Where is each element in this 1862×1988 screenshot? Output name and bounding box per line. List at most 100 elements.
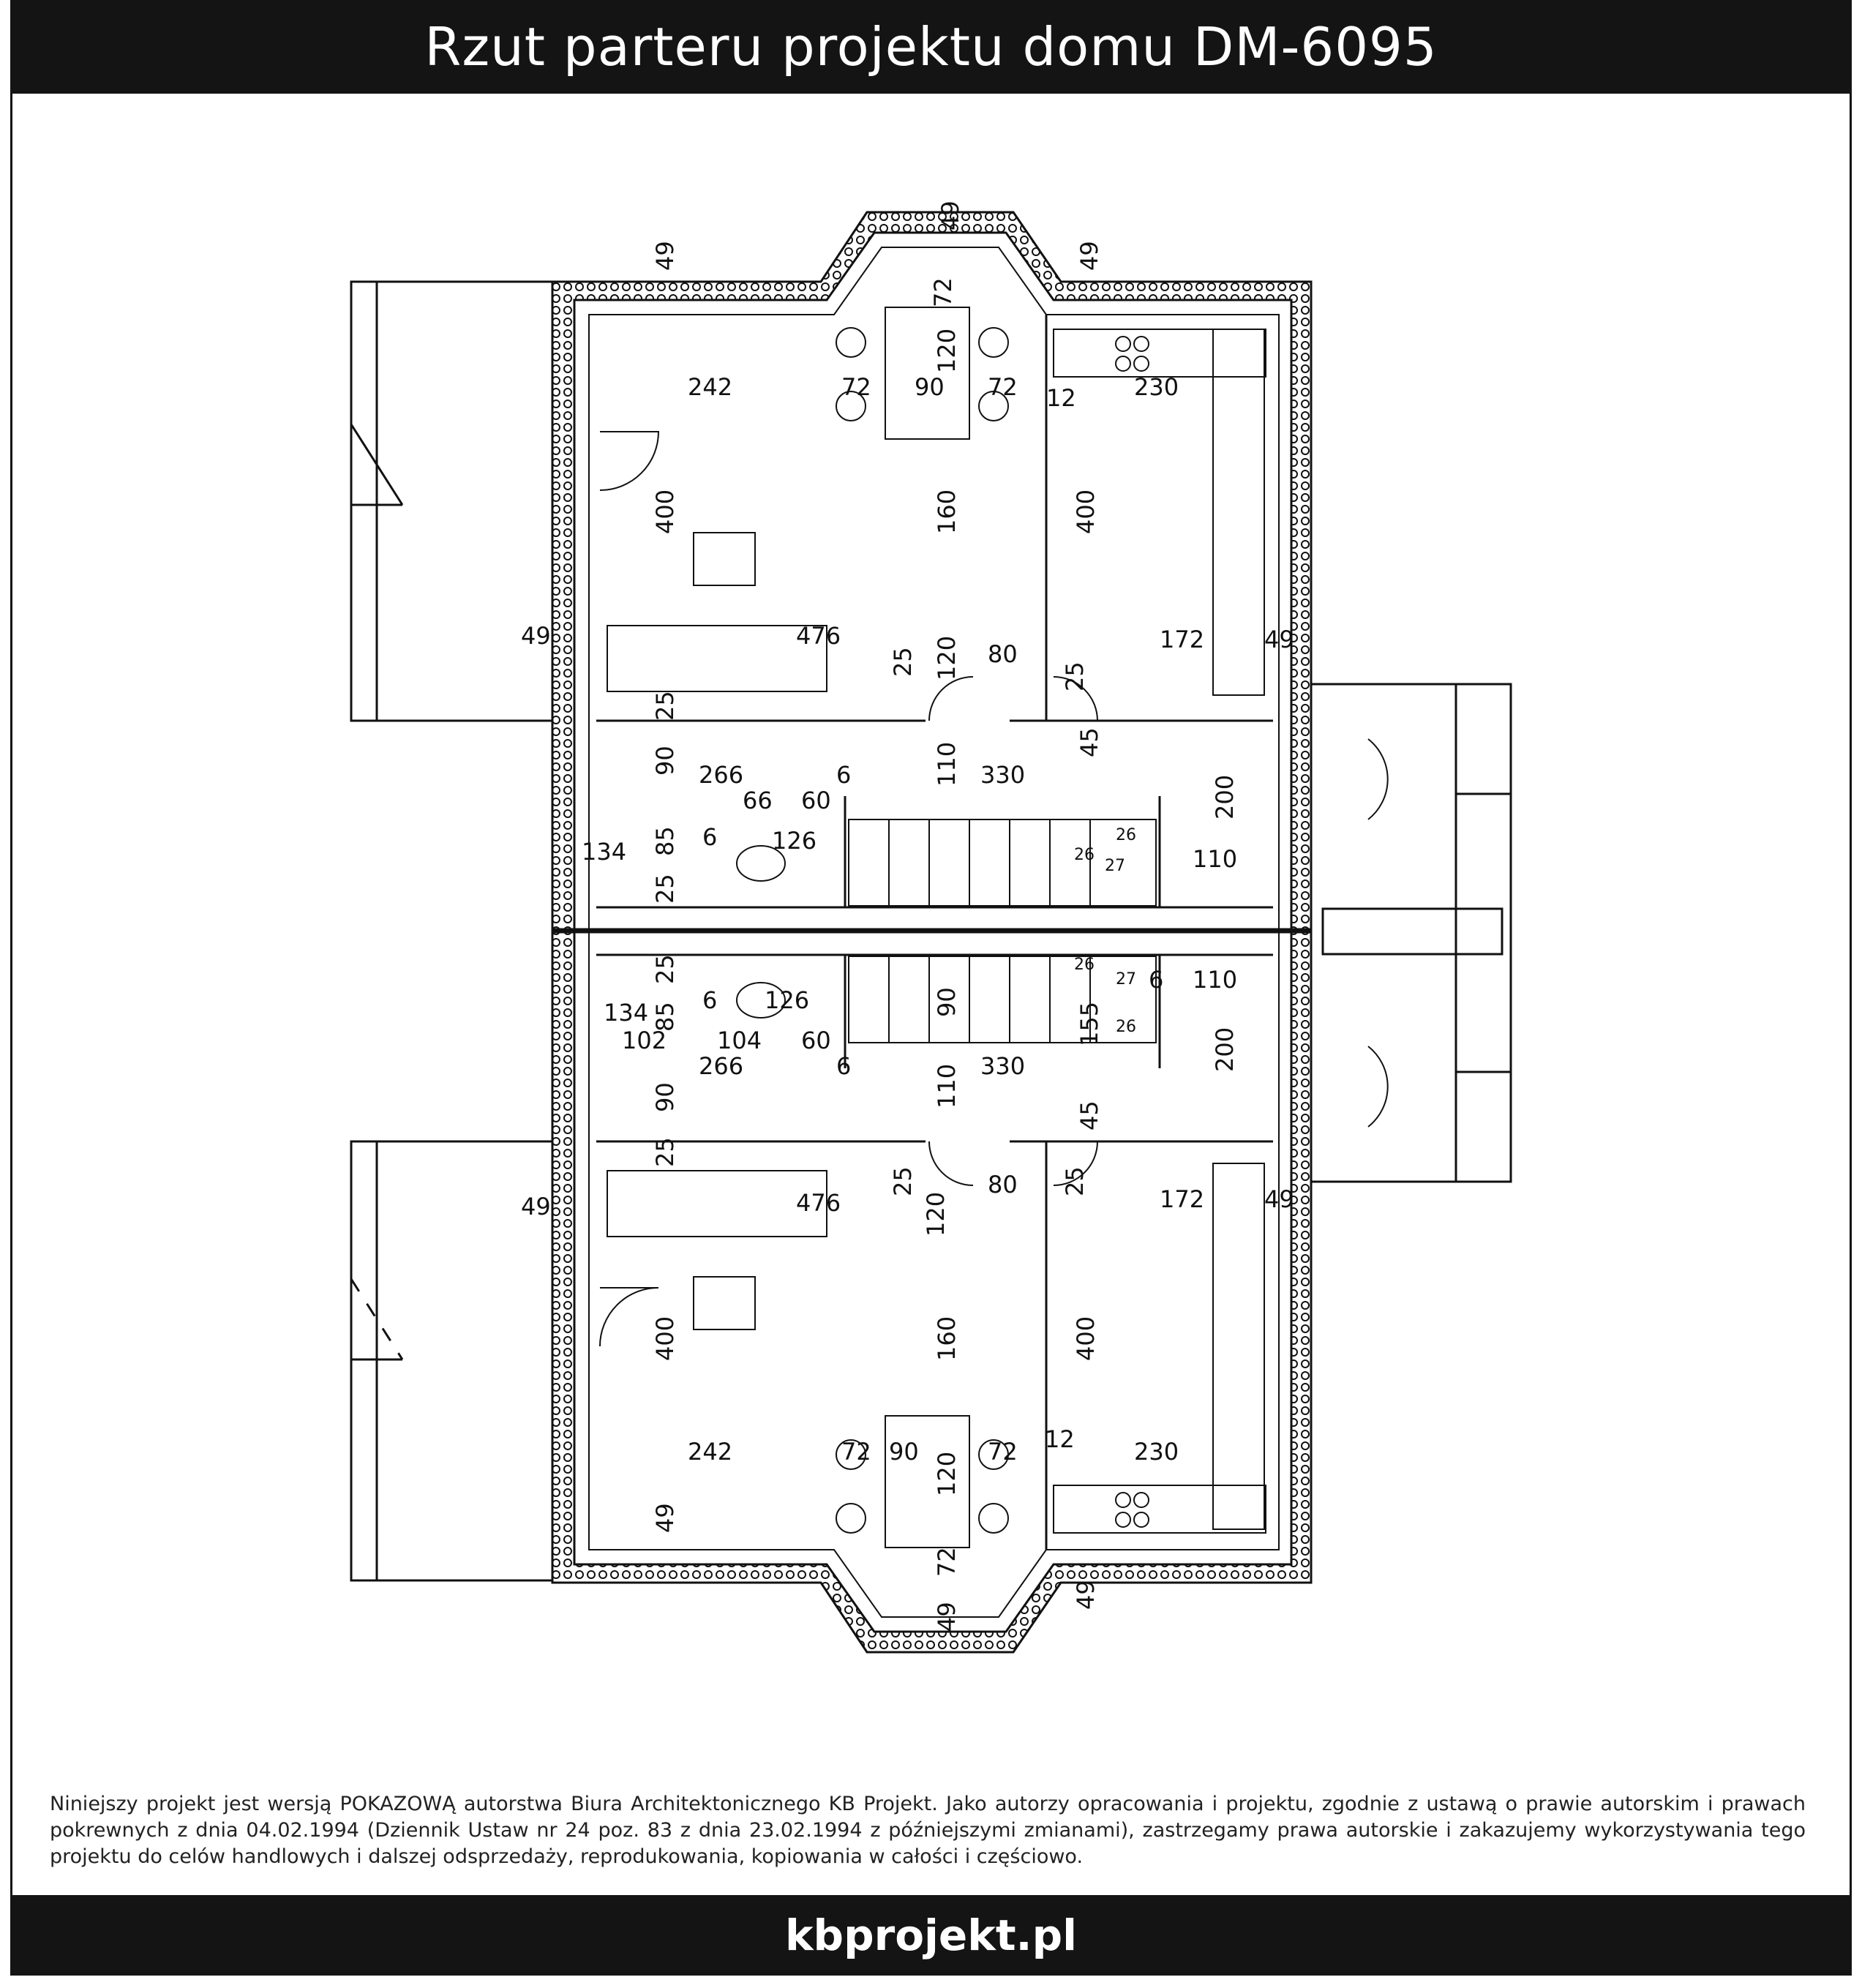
dim-lower-14: 200	[1211, 1027, 1239, 1072]
dim-lower-22: 45	[1075, 1100, 1103, 1130]
dim-upper-25: 266	[699, 761, 743, 789]
dim-lower-32: 400	[651, 1316, 679, 1361]
dim-lower-33: 160	[933, 1316, 961, 1361]
dim-lower-38: 72	[988, 1438, 1018, 1466]
dim-upper-12: 400	[651, 490, 679, 534]
dim-upper-23: 25	[651, 691, 679, 721]
copyright-notice: Niniejszy projekt jest wersją POKAZOWĄ a…	[50, 1793, 1806, 1868]
dim-lower-23: 25	[651, 1137, 679, 1167]
dim-lower-35: 242	[688, 1438, 732, 1466]
terrace-left-upper	[350, 280, 554, 722]
dim-upper-11: 49	[1075, 241, 1103, 271]
dim-lower-8: 104	[717, 1027, 762, 1054]
dim-upper-26: 6	[836, 761, 851, 789]
outer-walls	[551, 211, 1313, 1654]
dim-lower-36: 72	[841, 1438, 871, 1466]
footer-bar: kbprojekt.pl	[10, 1895, 1852, 1976]
dim-upper-40: 26	[1116, 826, 1136, 844]
dim-upper-16: 476	[796, 622, 841, 650]
dim-upper-20: 25	[1061, 661, 1089, 691]
doors	[599, 431, 1389, 1347]
dim-upper-24: 90	[651, 746, 679, 776]
dim-upper-39: 26	[1074, 846, 1095, 864]
dim-lower-2: 134	[604, 999, 648, 1027]
dim-upper-7: 120	[933, 329, 961, 373]
dim-lower-21: 110	[933, 1064, 961, 1109]
dim-upper-14: 400	[1072, 490, 1100, 534]
dim-upper-6: 230	[1134, 373, 1179, 401]
dim-upper-36: 25	[651, 874, 679, 904]
dim-upper-2: 72	[841, 373, 871, 401]
dim-upper-27: 110	[933, 742, 961, 787]
dim-upper-19: 25	[889, 647, 917, 677]
dim-lower-4: 6	[702, 986, 717, 1014]
dim-lower-6: 90	[933, 987, 961, 1017]
dim-upper-29: 45	[1075, 727, 1103, 757]
brand-link[interactable]: kbprojekt.pl	[784, 1910, 1077, 1960]
dim-upper-30: 66	[743, 787, 773, 814]
dim-upper-15: 49	[521, 622, 551, 650]
dim-lower-26: 25	[889, 1166, 917, 1196]
dim-lower-17: 26	[1116, 1018, 1136, 1036]
dim-upper-35: 126	[772, 827, 816, 855]
dim-lower-28: 25	[1061, 1166, 1089, 1196]
dim-upper-37: 200	[1211, 775, 1239, 819]
terrace-right	[1308, 683, 1512, 1183]
dim-lower-43: 72	[933, 1547, 961, 1577]
furniture	[607, 307, 1266, 1548]
dim-lower-11: 6	[836, 1052, 851, 1080]
dimensions-upper: 242 72 90 72 12 230 120 72 49 49 49 400 …	[521, 200, 1294, 904]
dim-upper-1: 242	[688, 373, 732, 401]
dim-upper-4: 72	[988, 373, 1018, 401]
dim-upper-21: 172	[1160, 626, 1204, 653]
dim-lower-39: 12	[1045, 1425, 1075, 1453]
dim-lower-16: 27	[1116, 970, 1136, 989]
dim-upper-31: 60	[801, 787, 831, 814]
dim-lower-42: 49	[651, 1503, 679, 1533]
dim-lower-20: 90	[651, 1082, 679, 1112]
dim-upper-33: 85	[651, 826, 679, 856]
dim-lower-3: 85	[651, 1002, 679, 1032]
dim-upper-34: 6	[702, 823, 717, 851]
dim-lower-5: 126	[765, 986, 809, 1014]
dim-upper-32: 134	[582, 838, 626, 866]
dim-upper-38: 110	[1193, 845, 1237, 873]
dim-upper-41: 27	[1105, 857, 1125, 875]
dim-upper-18: 80	[988, 640, 1018, 668]
dim-upper-5: 12	[1046, 384, 1076, 412]
dim-lower-7: 102	[622, 1027, 667, 1054]
dim-lower-1: 25	[651, 954, 679, 984]
dim-lower-41: 120	[933, 1452, 961, 1496]
dim-lower-13: 155	[1075, 1002, 1103, 1046]
dim-lower-30: 49	[1264, 1185, 1294, 1213]
dim-lower-44: 49	[933, 1602, 961, 1632]
dim-lower-19: 110	[1193, 966, 1237, 994]
dimensions-lower: 25 134 85 6 126 90 102 104 60 266 6 330 …	[521, 954, 1294, 1632]
dim-lower-15: 26	[1074, 956, 1095, 974]
dim-upper-3: 90	[915, 373, 945, 401]
dim-lower-31: 120	[922, 1192, 950, 1237]
dim-upper-28: 330	[980, 761, 1025, 789]
dim-lower-24: 49	[521, 1193, 551, 1220]
dim-upper-17: 120	[933, 636, 961, 680]
dim-upper-9: 49	[651, 241, 679, 271]
dim-upper-10: 49	[936, 200, 964, 230]
dim-lower-27: 80	[988, 1171, 1018, 1199]
dim-lower-12: 330	[980, 1052, 1025, 1080]
dim-upper-8: 72	[929, 277, 957, 307]
dim-lower-40: 230	[1134, 1438, 1179, 1466]
staircase	[848, 819, 1157, 1043]
dim-lower-9: 60	[801, 1027, 831, 1054]
dim-lower-10: 266	[699, 1052, 743, 1080]
title-bar: Rzut parteru projektu domu DM-6095	[10, 0, 1852, 94]
dim-lower-18: 6	[1149, 966, 1163, 994]
dim-lower-37: 90	[889, 1438, 919, 1466]
page-title: Rzut parteru projektu domu DM-6095	[424, 16, 1438, 78]
dim-lower-34: 400	[1072, 1316, 1100, 1361]
dim-upper-22: 49	[1264, 626, 1294, 653]
interior-walls	[596, 315, 1273, 1550]
dim-lower-29: 172	[1160, 1185, 1204, 1213]
dim-lower-45: 49	[1072, 1580, 1100, 1610]
dim-lower-25: 476	[796, 1189, 841, 1217]
